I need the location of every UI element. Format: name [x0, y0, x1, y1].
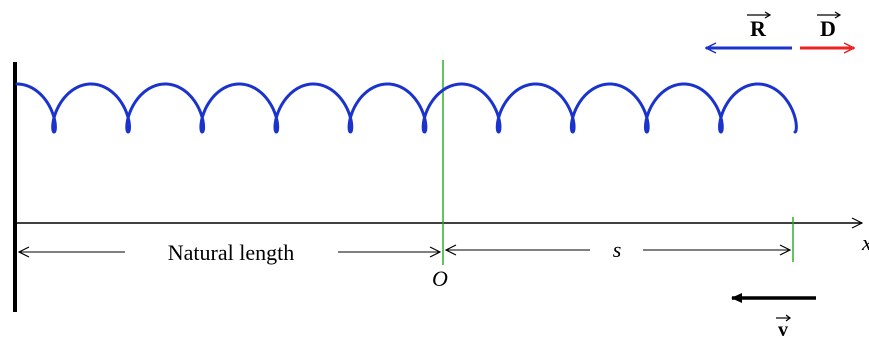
velocity-label: v: [778, 319, 788, 341]
natural-length-label: Natural length: [168, 240, 294, 265]
spring: [15, 82, 798, 134]
force-D-label: D: [820, 16, 836, 41]
origin-label: O: [432, 266, 448, 291]
displacement-label: s: [613, 237, 622, 262]
force-R-overbar-tip: [764, 11, 772, 19]
x-axis-label: x: [861, 230, 869, 255]
velocity-overbar-tip: [785, 314, 791, 322]
force-D-overbar-tip: [834, 11, 842, 19]
force-R-label: R: [750, 16, 767, 41]
